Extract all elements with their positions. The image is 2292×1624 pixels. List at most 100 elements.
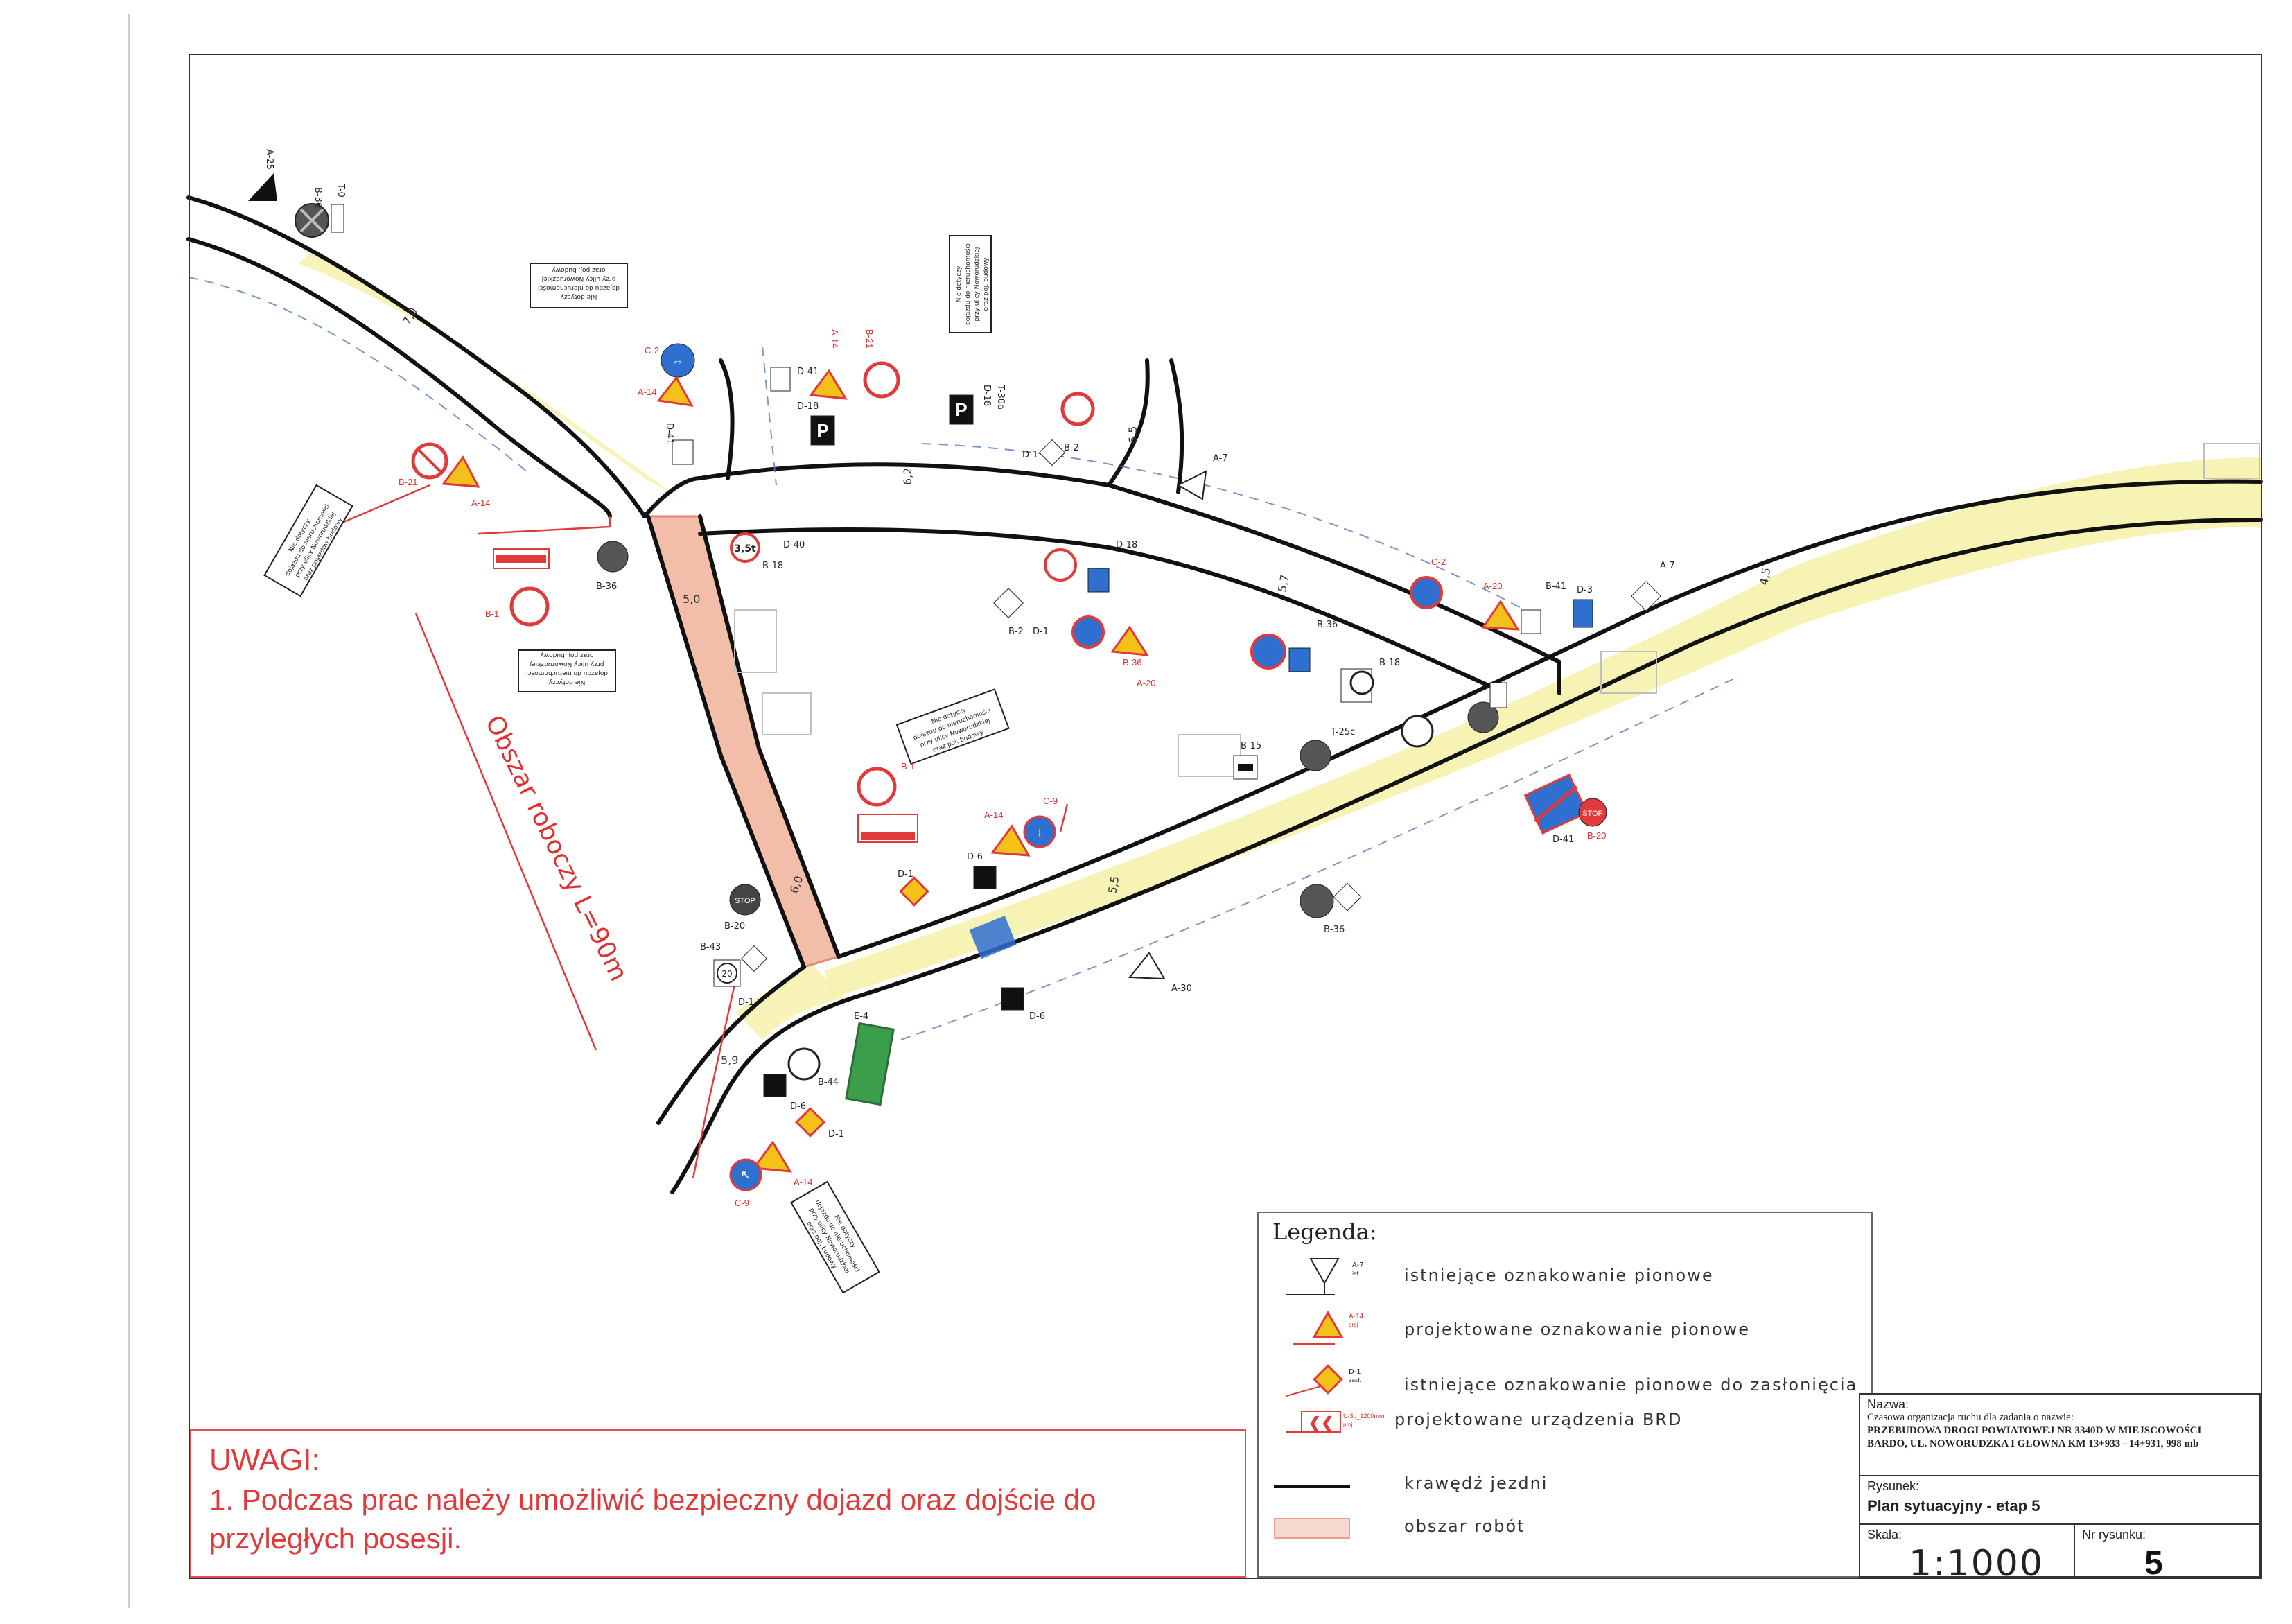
sign-label-d41: D-41	[664, 423, 674, 444]
road-edge-side-2	[698, 514, 841, 959]
sign-label-a7-2: A-7	[1660, 561, 1675, 571]
legend-text-edge: krawędź jezdni	[1404, 1474, 1548, 1493]
title-block-scale: Skala: 1:1000	[1860, 1525, 2075, 1584]
legend-sign-4: U-3b_1200mm	[1343, 1413, 1385, 1420]
legend-sub-3: zasł.	[1349, 1377, 1361, 1383]
sign-a7-2: A-7	[1631, 561, 1675, 611]
sign-label-b44: B-44	[818, 1077, 839, 1088]
sign-a14-4: ↓ A-14 C-9	[984, 796, 1058, 857]
sign-b43: 20 B-43 D-1	[700, 942, 768, 1008]
sign-label-b18-2: B-18	[1379, 658, 1400, 668]
legend-item-edge: krawędź jezdni	[1259, 1464, 1871, 1505]
sign-a20-2: A-20 B-41 D-3	[1481, 581, 1593, 634]
arrow-glyph-2: ↓	[1037, 825, 1043, 839]
legend-item-brd: ❮❮ U-3b_1200mm proj projektowane urządze…	[1259, 1403, 1871, 1444]
road-fill-nw	[298, 250, 700, 509]
road-edges	[186, 195, 2263, 1194]
sign-d18-2: P D-18 T-30a	[949, 384, 1006, 425]
parking-blue-icon	[1087, 568, 1110, 593]
notes-text: 1. Podczas prac należy umożliwić bezpiec…	[209, 1483, 1096, 1555]
barrier-1-stripe	[496, 555, 546, 563]
d41-plate-icon	[672, 439, 694, 465]
stop-glyph-2: STOP	[1582, 810, 1603, 818]
roadworks-icon-5	[752, 1140, 792, 1173]
sign-d1-5: D-1	[795, 1107, 844, 1140]
sign-label-b2-2: B-2	[1008, 627, 1024, 637]
sign-label-a20-2: A-20	[1483, 581, 1502, 591]
priority-road-icon-4	[740, 945, 768, 972]
project-name-line-1: Czasowa organizacja ruchu dla zadania o …	[1867, 1412, 2074, 1423]
note-box-3: Nie dotyczy dojazdu do nieruchomości prz…	[949, 235, 992, 333]
roadworks-icon-4	[990, 824, 1031, 857]
weight-limit-icon	[730, 532, 760, 563]
mandatory-direction-icon-4	[729, 1158, 762, 1191]
arrow-glyph-1: ⇔	[672, 354, 684, 368]
priority-road-icon-5	[1333, 882, 1362, 911]
proposed-line-4	[1059, 803, 1069, 832]
boundary-2	[762, 346, 777, 486]
no-entry-icon-4	[857, 767, 897, 807]
sign-label-d18-3: D-18	[1116, 540, 1137, 550]
parking-blue-icon-2	[1288, 647, 1311, 672]
parking-icon-2	[949, 394, 974, 425]
dimension-line	[414, 613, 597, 1051]
name-caption: Nazwa:	[1867, 1397, 1909, 1411]
legend-text-proposed: projektowane oznakowanie pionowe	[1404, 1320, 1751, 1339]
note-box-2-frame	[530, 263, 628, 308]
crossing-stripes	[969, 916, 1017, 959]
sign-label-a14-2: A-14	[471, 498, 490, 508]
legend-sub-4: proj	[1343, 1422, 1353, 1428]
sign-label-d40: D-40	[783, 540, 805, 550]
note-4-line-4: oraz poj. budowy	[540, 652, 594, 658]
sign-b2-1: B-2 D-1	[1022, 392, 1095, 466]
legend-text-existing: istniejące oznakowanie pionowe	[1404, 1266, 1714, 1285]
parking-glyph: P	[816, 420, 828, 441]
width-7: 5,9	[721, 1054, 738, 1067]
sign-label-a7: A-7	[1213, 453, 1228, 464]
sign-b21-1: B-21	[399, 442, 448, 487]
no-overtaking-icon	[1349, 670, 1374, 695]
sign-t25c: T-25c	[1300, 682, 1507, 771]
priority-road-icon	[1038, 439, 1066, 466]
road-edge-north-2	[1107, 358, 1150, 487]
sign-label-b2-1: B-2	[1064, 443, 1079, 453]
notes-panel: UWAGI: 1. Podczas prac należy umożliwić …	[190, 1429, 1246, 1578]
sign-label-c9-2: C-9	[735, 1198, 749, 1208]
sign-b21-2: B-21	[863, 329, 900, 399]
sign-label-b20-2: B-20	[1587, 830, 1606, 841]
sign-label-d6-3: D-6	[790, 1101, 806, 1112]
barrier-2-stripe	[861, 832, 915, 840]
note-box-5-frame	[895, 688, 1010, 765]
legend-title: Legenda:	[1272, 1219, 1377, 1245]
notes-title: UWAGI:	[209, 1443, 320, 1477]
legend-brd-symbol: ❮❮ U-3b_1200mm proj	[1286, 1411, 1385, 1433]
yield-icon-legend	[1309, 1258, 1340, 1285]
sign-label-d18-2: D-18	[981, 385, 992, 406]
d41b-plate	[770, 367, 791, 392]
sign-d1-3: D-1	[898, 869, 929, 907]
sign-a14-2: A-14	[441, 455, 490, 508]
sign-b36-4: B-36	[1250, 620, 1338, 672]
no-entry-icon	[509, 586, 550, 627]
sign-a20: A-20	[1110, 625, 1155, 688]
sign-label-a14-4: A-14	[984, 810, 1003, 820]
road-edge-line-symbol	[1274, 1485, 1350, 1488]
priority-road-icon-3	[1631, 581, 1661, 611]
no-entry-icon-3	[1044, 548, 1077, 582]
roadworks-icon-2	[441, 455, 480, 488]
width-3: 6,5	[1126, 426, 1139, 444]
sign-a14-1: A-14	[638, 376, 694, 407]
sign-label-d1-3: D-1	[898, 869, 913, 880]
legend-base-3	[1286, 1386, 1322, 1397]
sign-label-d41-3: D-41	[1552, 835, 1574, 845]
sign-label-d1-4: D-1	[738, 997, 754, 1008]
sign-d18-3: D-18 D-1 B-2	[993, 540, 1137, 637]
stop-icon-2	[1578, 798, 1607, 827]
sign-d41b: D-41	[770, 367, 819, 392]
scale-caption: Skala:	[1867, 1528, 1902, 1542]
note-3-line-4: oraz poj. budowy	[983, 257, 990, 311]
road-edge-nw-1	[186, 195, 647, 518]
sign-a25: A-25	[248, 149, 277, 201]
sign-c2-2: C-2	[1410, 557, 1446, 609]
sign-b36-5: B-36	[1300, 882, 1362, 935]
